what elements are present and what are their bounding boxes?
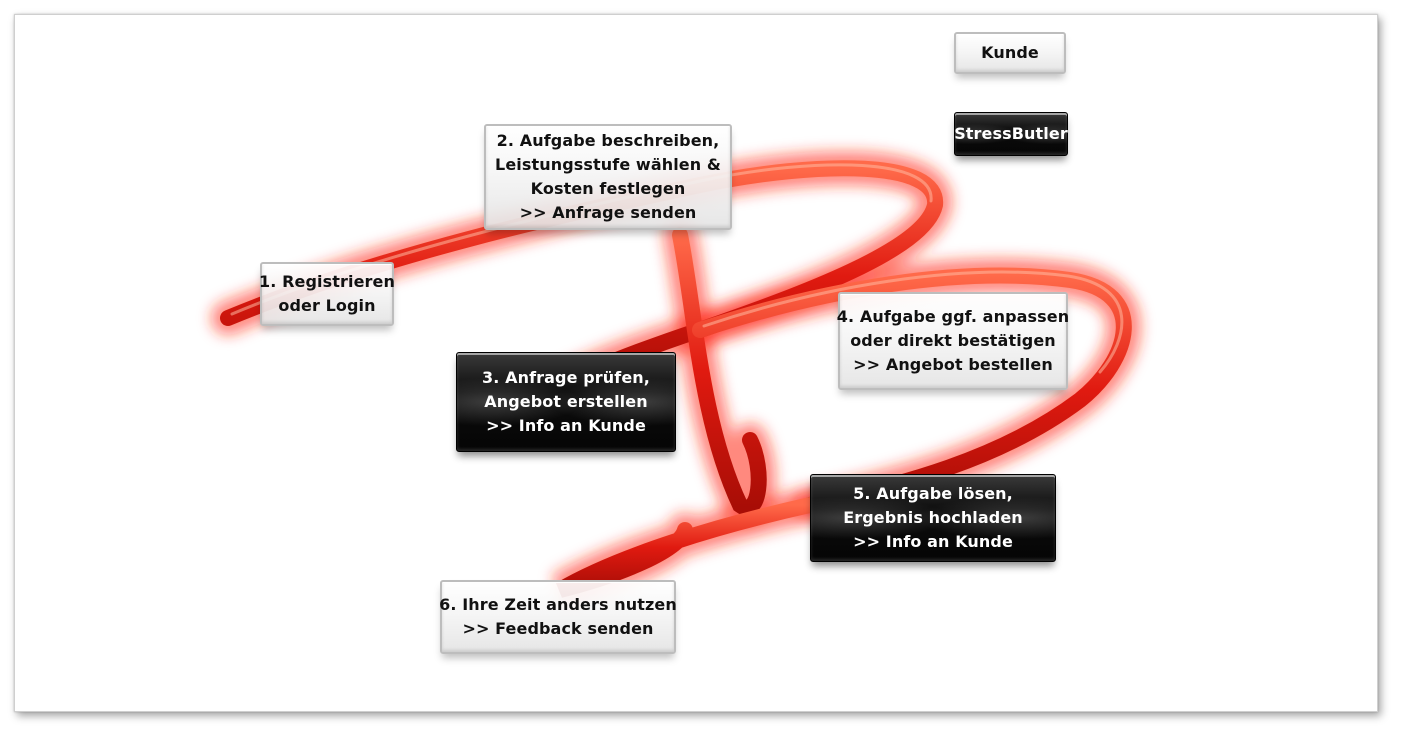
step-1-line: 1. Registrieren bbox=[259, 272, 395, 291]
step-6-line: 6. Ihre Zeit anders nutzen bbox=[439, 595, 677, 614]
step-1-line: oder Login bbox=[278, 296, 376, 315]
step-3-line: Angebot erstellen bbox=[484, 392, 648, 411]
step-3-line: >> Info an Kunde bbox=[486, 416, 646, 435]
legend-customer-label: Kunde bbox=[981, 43, 1039, 62]
step-3-box: 3. Anfrage prüfen, Angebot erstellen >> … bbox=[456, 352, 676, 452]
step-6-line: >> Feedback senden bbox=[462, 619, 654, 638]
step-4-box: 4. Aufgabe ggf. anpassen oder direkt bes… bbox=[836, 292, 1070, 390]
step-2-box: 2. Aufgabe beschreiben, Leistungsstufe w… bbox=[484, 124, 732, 230]
step-4-line: 4. Aufgabe ggf. anpassen bbox=[836, 307, 1070, 326]
step-2-line: Leistungsstufe wählen & bbox=[495, 155, 721, 174]
step-5-line: >> Info an Kunde bbox=[853, 532, 1013, 551]
legend-provider-label: StressButler bbox=[954, 124, 1068, 143]
step-3-line: 3. Anfrage prüfen, bbox=[482, 368, 650, 387]
step-5-line: 5. Aufgabe lösen, bbox=[853, 484, 1013, 503]
step-4-line: oder direkt bestätigen bbox=[850, 331, 1056, 350]
legend-provider: StressButler bbox=[954, 112, 1068, 156]
step-2-line: Kosten festlegen bbox=[530, 179, 686, 198]
step-2-line: 2. Aufgabe beschreiben, bbox=[496, 131, 720, 150]
step-4-line: >> Angebot bestellen bbox=[853, 355, 1053, 374]
legend-customer: Kunde bbox=[954, 32, 1066, 74]
step-1-box: 1. Registrieren oder Login bbox=[259, 262, 395, 326]
step-2-line: >> Anfrage senden bbox=[519, 203, 697, 222]
step-5-box: 5. Aufgabe lösen, Ergebnis hochladen >> … bbox=[810, 474, 1056, 562]
step-6-box: 6. Ihre Zeit anders nutzen >> Feedback s… bbox=[439, 580, 677, 654]
step-5-line: Ergebnis hochladen bbox=[843, 508, 1023, 527]
